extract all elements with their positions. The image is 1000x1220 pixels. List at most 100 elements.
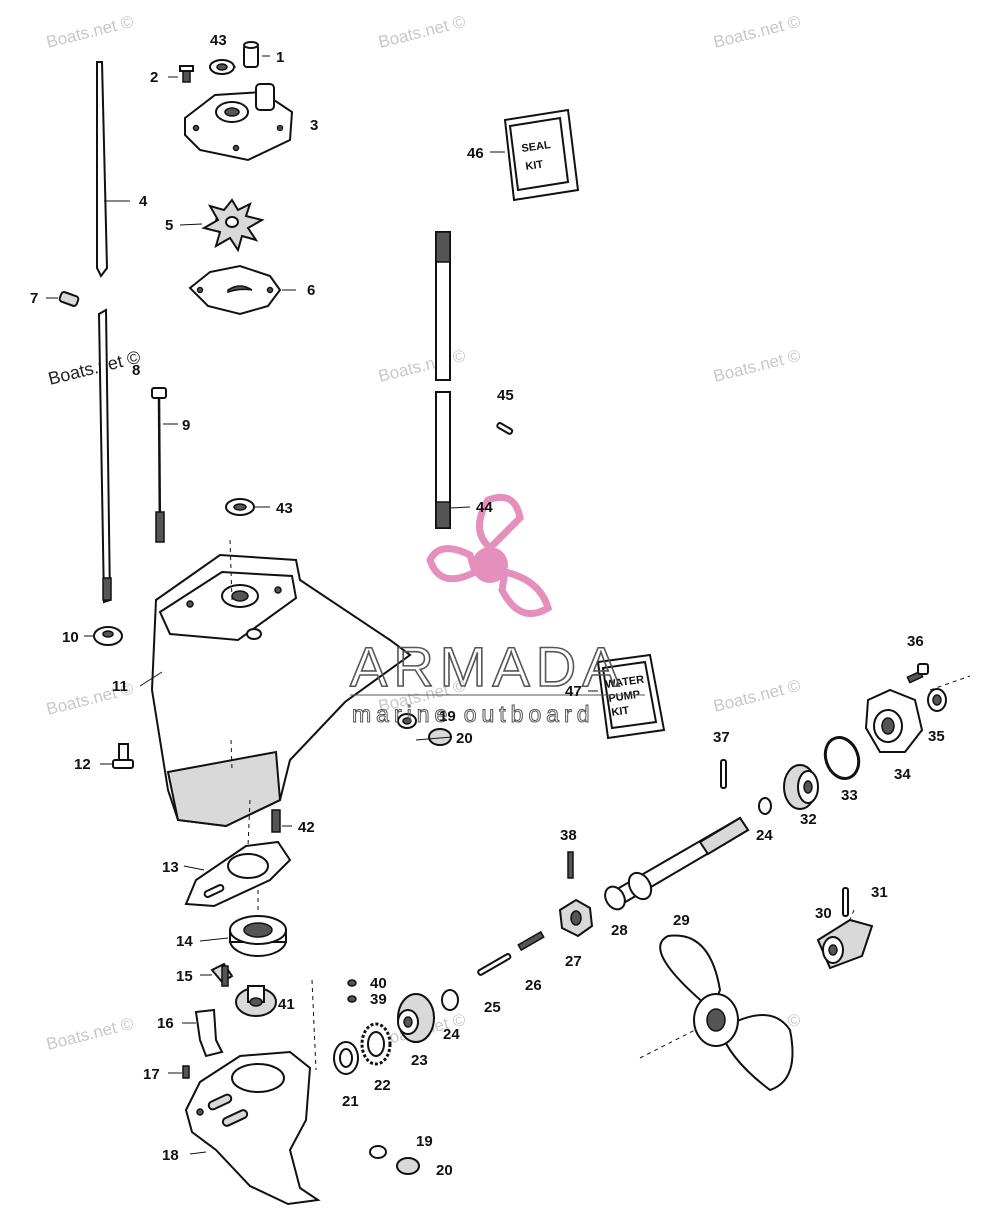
part-38-pin [567, 851, 574, 879]
callout-25: 25 [484, 999, 501, 1016]
part-8-shift-rod-lower [97, 308, 112, 604]
seal-kit-text: KIT [525, 159, 544, 173]
part-29-propeller [639, 934, 794, 1092]
watermark: Boats.net © [44, 1014, 135, 1054]
callout-43-upper: 43 [210, 32, 227, 49]
callout-1: 1 [276, 49, 284, 66]
part-11-gearcase-housing [150, 553, 412, 828]
part-25-pin [477, 953, 512, 976]
callout-35: 35 [928, 728, 945, 745]
part-6-plate [188, 264, 282, 316]
part-24-washer-upper [758, 797, 772, 815]
part-3-pump-housing [184, 83, 294, 162]
part-34-bearing-carrier [864, 688, 924, 753]
part-42-pin [271, 809, 281, 833]
callout-33: 33 [841, 787, 858, 804]
callout-36: 36 [907, 633, 924, 650]
callout-30: 30 [815, 905, 832, 922]
callout-6: 6 [307, 282, 315, 299]
part-23-forward-gear [397, 993, 435, 1043]
callout-41: 41 [278, 996, 295, 1013]
part-1-sleeve [243, 41, 259, 68]
seal-kit-text: SEAL [521, 139, 552, 155]
callout-5: 5 [165, 217, 173, 234]
part-7-clip [58, 291, 80, 307]
part-45-pin [496, 422, 514, 435]
part-43-seal-mid [225, 498, 255, 516]
part-44-drive-shaft [435, 231, 451, 529]
watermark: Boats.net © [376, 12, 467, 52]
callout-28: 28 [611, 922, 628, 939]
callout-32: 32 [800, 811, 817, 828]
callout-20-upper: 20 [456, 730, 473, 747]
part-27-clutch-dog [558, 898, 594, 938]
callout-20-lower: 20 [436, 1162, 453, 1179]
callout-37: 37 [713, 729, 730, 746]
callout-31: 31 [871, 884, 888, 901]
logo-name: ARMADA [350, 635, 626, 698]
part-33-o-ring [823, 736, 861, 780]
callout-8: 8 [132, 362, 140, 379]
callout-9: 9 [182, 417, 190, 434]
part-19-washer-upper [397, 713, 417, 729]
part-26-spring [517, 930, 545, 952]
part-9-stud [151, 387, 167, 543]
callout-19-upper: 19 [439, 708, 456, 725]
part-16-shift-cam [194, 1008, 224, 1058]
callout-46: 46 [467, 145, 484, 162]
callout-22: 22 [374, 1077, 391, 1094]
part-12-bolt [112, 743, 134, 769]
callout-16: 16 [157, 1015, 174, 1032]
leader-lines [46, 55, 971, 1155]
callout-2: 2 [150, 69, 158, 86]
callout-39: 39 [370, 991, 387, 1008]
part-15-clip [210, 962, 234, 987]
callout-42: 42 [298, 819, 315, 836]
callout-13: 13 [162, 859, 179, 876]
watermark: Boats.net © [376, 346, 467, 386]
callout-3: 3 [310, 117, 318, 134]
callout-10: 10 [62, 629, 79, 646]
part-14-bearing [229, 915, 287, 957]
watermark: Boats.net © [46, 347, 142, 389]
part-4-shift-rod [96, 61, 109, 278]
callout-27: 27 [565, 953, 582, 970]
logo-tagline: marine outboard [352, 701, 595, 727]
callout-43-mid: 43 [276, 500, 293, 517]
callout-12: 12 [74, 756, 91, 773]
callout-26: 26 [525, 977, 542, 994]
part-18-lower-gearcase [184, 1050, 321, 1206]
seal-kit-box: SEAL KIT [503, 108, 580, 202]
callout-21: 21 [342, 1093, 359, 1110]
part-22-bearing [360, 1022, 392, 1066]
callout-45: 45 [497, 387, 514, 404]
part-32-gear [783, 764, 819, 810]
part-17-pin [182, 1065, 190, 1079]
part-10-grommet [93, 626, 123, 646]
part-40-pin [347, 979, 357, 987]
part-2-screw [179, 65, 194, 83]
callout-44: 44 [476, 499, 493, 516]
part-39-washer [347, 995, 357, 1003]
part-5-impeller [201, 198, 265, 253]
callout-29: 29 [673, 912, 690, 929]
water-pump-kit-text: WATER [605, 674, 645, 691]
callout-34: 34 [894, 766, 911, 783]
part-13-gasket [184, 840, 292, 908]
callout-19-lower: 19 [416, 1133, 433, 1150]
part-35-seal [927, 688, 947, 712]
part-41-pinion-gear [235, 985, 277, 1017]
armada-logo: ARMADA marine outboard [349, 493, 645, 728]
callout-23: 23 [411, 1052, 428, 1069]
part-19-washer-lower [369, 1145, 387, 1159]
callout-layer: 43 1 2 3 46 4 5 6 7 8 9 43 45 44 10 11 1… [30, 32, 945, 1179]
callout-17: 17 [143, 1066, 160, 1083]
watermark: Boats.net © [44, 12, 135, 52]
callout-7: 7 [30, 290, 38, 307]
callout-18: 18 [162, 1147, 179, 1164]
callout-24-lower: 24 [443, 1026, 460, 1043]
part-36-screw [906, 663, 929, 684]
water-pump-kit-text: PUMP [608, 689, 641, 705]
part-30-prop-nut [816, 918, 874, 970]
